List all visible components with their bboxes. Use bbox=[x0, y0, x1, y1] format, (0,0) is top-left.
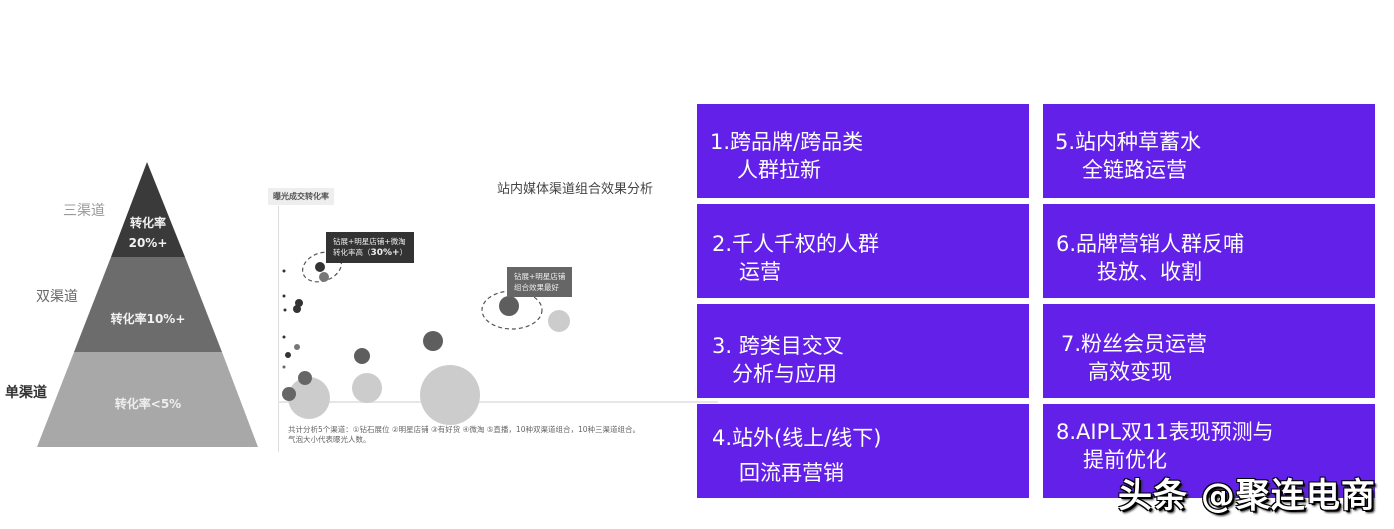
tile-8-line2: 提前优化 bbox=[1083, 448, 1167, 472]
tile-3-line2: 分析与应用 bbox=[732, 362, 837, 386]
callout-1-prefix: 转化率高（ bbox=[333, 248, 371, 257]
tile-4-line2: 回流再营销 bbox=[739, 461, 844, 485]
bubble bbox=[282, 269, 286, 273]
tile-1-line2: 人群拉新 bbox=[737, 158, 821, 182]
tile-2-line2: 运营 bbox=[739, 260, 781, 284]
tile-6-line1: 6.品牌营销人群反哺 bbox=[1056, 232, 1245, 256]
tile-6: 6.品牌营销人群反哺 投放、收割 bbox=[1043, 204, 1375, 298]
tile-5-line1: 5.站内种草蓄水 bbox=[1055, 130, 1202, 154]
chart-note-line1: 共计分析5个渠道：①钻石展位 ②明星店铺 ③有好货 ④微淘 ⑤直播，10种双渠道… bbox=[288, 425, 641, 434]
callout-best-combo: 钻展+明星店铺 组合效果最好 bbox=[507, 267, 573, 297]
callout-1-line2: 转化率高（30%+） bbox=[333, 247, 407, 259]
y-axis-line bbox=[278, 206, 279, 452]
bubble-plot bbox=[282, 251, 570, 425]
bubble bbox=[282, 294, 286, 298]
chart-note-line2: 气泡大小代表曝光人数。 bbox=[288, 435, 371, 444]
callout-2-line1: 钻展+明星店铺 bbox=[514, 272, 566, 281]
bubble bbox=[294, 344, 300, 350]
tile-6-line2: 投放、收割 bbox=[1097, 260, 1202, 284]
bubble bbox=[315, 262, 325, 272]
tile-2: 2.千人千权的人群 运营 bbox=[697, 204, 1029, 298]
bubble bbox=[298, 371, 312, 385]
pyramid-shape bbox=[37, 162, 258, 447]
tile-7: 7.粉丝会员运营 高效变现 bbox=[1043, 304, 1375, 398]
tier-rate-middle: 转化率10%+ bbox=[110, 312, 186, 326]
tile-8: 8.AIPL双11表现预测与 提前优化 bbox=[1043, 404, 1375, 498]
tile-1: 1.跨品牌/跨品类 人群拉新 bbox=[697, 104, 1029, 198]
bubble bbox=[282, 335, 286, 339]
callout-2-line2: 组合效果最好 bbox=[514, 283, 559, 292]
tile-7-line2: 高效变现 bbox=[1088, 360, 1172, 384]
chart-title: 站内媒体渠道组合效果分析 bbox=[497, 182, 654, 197]
bubble bbox=[352, 373, 382, 403]
bubble bbox=[423, 331, 443, 351]
tier-rate-bottom: 转化率<5% bbox=[114, 397, 182, 411]
tier-rate-top: 转化率 20%+ bbox=[112, 213, 184, 253]
chart-note: 共计分析5个渠道：①钻石展位 ②明星店铺 ③有好货 ④微淘 ⑤直播，10种双渠道… bbox=[288, 425, 640, 445]
tile-5-line2: 全链路运营 bbox=[1082, 158, 1187, 182]
tier-label-three-channel: 三渠道 bbox=[63, 203, 105, 219]
tier-label-single-channel: 单渠道 bbox=[5, 385, 47, 401]
bubble bbox=[354, 348, 370, 364]
bubble bbox=[285, 352, 291, 358]
tier-rate-top-line1: 转化率 bbox=[129, 216, 166, 230]
pyramid-tier-bottom bbox=[37, 352, 258, 447]
channel-pyramid: 三渠道 双渠道 单渠道 转化率 20%+ 转化率10%+ 转化率<5% bbox=[0, 150, 270, 460]
callout-1-suffix: ） bbox=[399, 248, 408, 257]
pyramid-tier-top bbox=[111, 162, 185, 257]
x-axis-line bbox=[278, 401, 718, 403]
bubble bbox=[499, 296, 519, 316]
callout-1-value: 30%+ bbox=[370, 248, 400, 258]
tile-7-line1: 7.粉丝会员运营 bbox=[1061, 332, 1208, 356]
tile-4-line1: 4.站外(线上/线下) bbox=[712, 426, 882, 450]
tile-3: 3. 跨类目交叉 分析与应用 bbox=[697, 304, 1029, 398]
pyramid-tier-middle bbox=[74, 257, 222, 352]
bubble bbox=[288, 377, 330, 419]
bubble bbox=[282, 365, 286, 369]
watermark: 头条 @聚连电商 bbox=[1118, 476, 1376, 516]
bubble bbox=[548, 310, 570, 332]
callout-1-line1: 钻展+明星店铺+微淘 bbox=[333, 237, 406, 246]
tier-rate-top-line2: 20%+ bbox=[128, 236, 168, 250]
tile-4: 4.站外(线上/线下) 回流再营销 bbox=[697, 404, 1029, 498]
tile-5: 5.站内种草蓄水 全链路运营 bbox=[1043, 104, 1375, 198]
bubble bbox=[293, 305, 301, 313]
bubble bbox=[283, 308, 287, 312]
callout-best-conversion: 钻展+明星店铺+微淘 转化率高（30%+） bbox=[326, 232, 415, 263]
bubble bbox=[319, 272, 329, 282]
tile-8-line1: 8.AIPL双11表现预测与 bbox=[1056, 420, 1274, 444]
bubble-chart: 站内媒体渠道组合效果分析 曝光成交转化率 bbox=[262, 170, 718, 460]
bubble bbox=[420, 365, 480, 425]
tile-1-line1: 1.跨品牌/跨品类 bbox=[710, 130, 864, 154]
tile-3-line1: 3. 跨类目交叉 bbox=[712, 334, 844, 358]
tier-label-two-channel: 双渠道 bbox=[36, 289, 78, 305]
highlight-ellipse-2 bbox=[481, 290, 543, 330]
tile-2-line1: 2.千人千权的人群 bbox=[712, 232, 880, 256]
y-axis-label: 曝光成交转化率 bbox=[268, 188, 334, 205]
bubble bbox=[282, 387, 296, 401]
